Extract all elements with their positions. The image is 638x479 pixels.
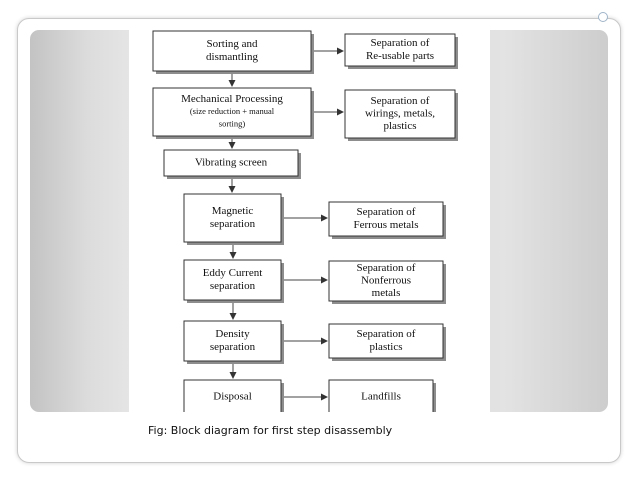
node-label-eddy-line-2: separation xyxy=(210,280,256,292)
node-label-magnetic-line-2: separation xyxy=(210,218,256,230)
slide-ornament-dot-icon xyxy=(598,12,608,22)
node-label-magnetic-line-1: Magnetic xyxy=(212,205,254,217)
node-label-sorting-line-1: Sorting and xyxy=(206,38,258,50)
arrowhead-icon xyxy=(228,142,236,149)
figure-caption: Fig: Block diagram for first step disass… xyxy=(148,424,393,437)
node-label-nonferrous-line-2: Nonferrous xyxy=(361,275,411,287)
arrowhead-icon xyxy=(229,372,237,379)
node-label-plastics-line-1: Separation of xyxy=(357,328,416,340)
node-label-wirings-line-1: Separation of xyxy=(371,95,430,107)
node-label-nonferrous-line-3: metals xyxy=(372,287,401,299)
node-label-eddy-line-1: Eddy Current xyxy=(203,267,263,279)
node-label-density-line-1: Density xyxy=(215,328,250,340)
edges-layer xyxy=(228,47,344,401)
node-vibrating: Vibrating screen xyxy=(163,149,301,179)
arrowhead-icon xyxy=(321,337,328,345)
node-mech: Mechanical Processing(size reduction + m… xyxy=(152,87,314,139)
arrowhead-icon xyxy=(321,214,328,222)
node-label-nonferrous-line-1: Separation of xyxy=(357,262,416,274)
arrowhead-icon xyxy=(337,47,344,55)
node-label-mech-line-1: Mechanical Processing xyxy=(181,93,283,105)
arrowhead-icon xyxy=(229,252,237,259)
node-label-reusable-line-1: Separation of xyxy=(371,37,430,49)
node-label-sorting-line-2: dismantling xyxy=(206,51,258,63)
node-label-ferrous-line-1: Separation of xyxy=(357,206,416,218)
node-label-mech-line-3: sorting) xyxy=(219,118,246,128)
arrowhead-icon xyxy=(228,186,236,193)
arrowhead-icon xyxy=(321,393,328,401)
node-label-mech-line-2: (size reduction + manual xyxy=(190,106,275,116)
edge-sorting-to-reusable xyxy=(311,47,344,55)
node-landfills: Landfills xyxy=(328,379,436,412)
arrowhead-icon xyxy=(229,313,237,320)
arrowhead-icon xyxy=(228,80,236,87)
arrowhead-icon xyxy=(321,276,328,284)
edge-mech-to-wirings xyxy=(311,108,344,116)
node-label-wirings-line-2: wirings, metals, xyxy=(365,108,435,120)
node-disposal: Disposal xyxy=(183,379,284,412)
node-label-reusable-line-2: Re-usable parts xyxy=(366,50,434,62)
node-label-plastics-line-2: plastics xyxy=(370,341,403,353)
arrowhead-icon xyxy=(337,108,344,116)
edge-eddy-to-nonferrous xyxy=(281,276,328,284)
edge-magnetic-to-ferrous xyxy=(281,214,328,222)
edge-disposal-to-landfills xyxy=(281,393,328,401)
edge-density-to-plastics xyxy=(281,337,328,345)
node-label-density-line-2: separation xyxy=(210,341,256,353)
node-label-disposal-line-1: Disposal xyxy=(213,391,252,403)
node-label-landfills-line-1: Landfills xyxy=(361,391,401,403)
node-label-ferrous-line-2: Ferrous metals xyxy=(353,219,418,231)
node-label-vibrating-line-1: Vibrating screen xyxy=(195,157,268,169)
node-label-wirings-line-3: plastics xyxy=(384,120,417,132)
